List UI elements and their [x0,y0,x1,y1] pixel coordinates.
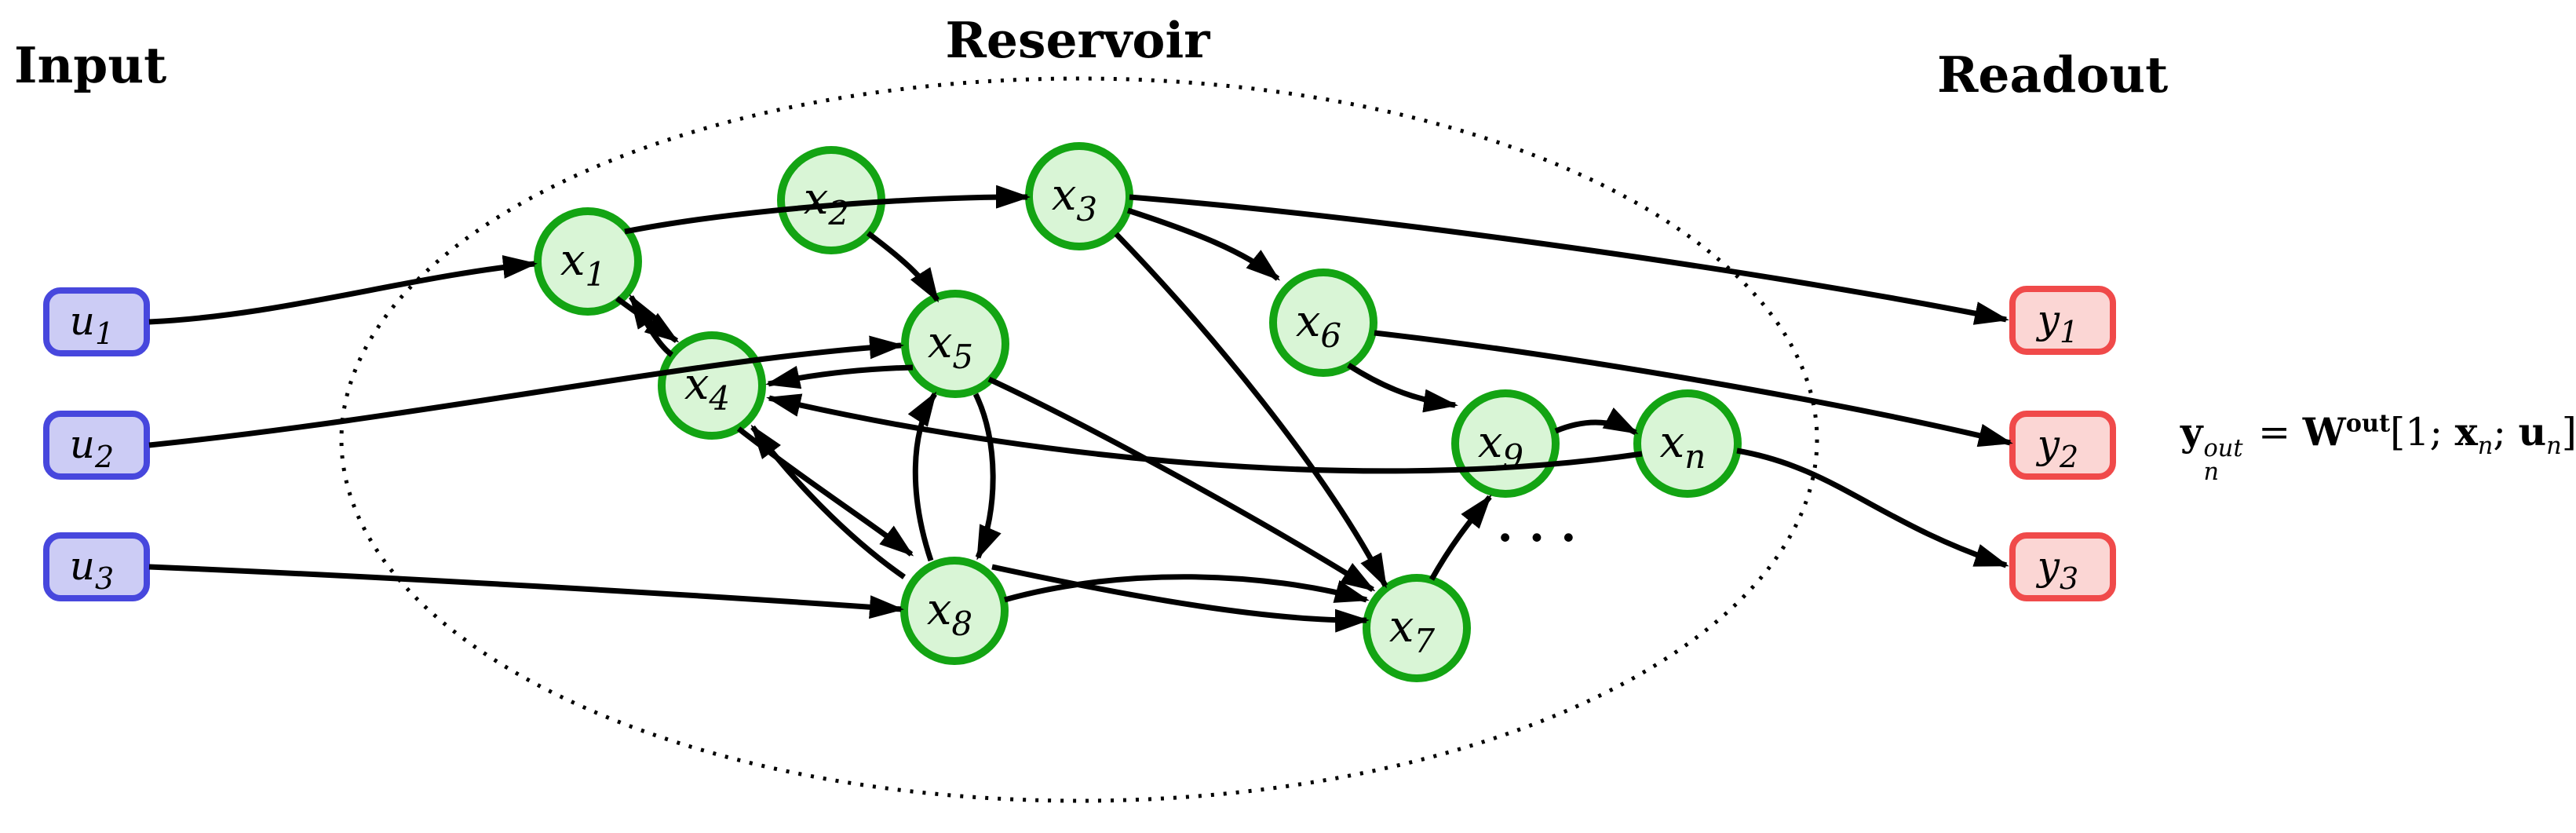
formula-semicolon-1: ; [2429,410,2455,455]
edge-x5-x4 [765,364,914,389]
edge-x6-x9 [1347,363,1458,413]
input-box-rect-u2 [43,411,150,480]
edge-x7-x9 [1428,494,1492,581]
edge-x6-y2 [1374,330,2013,448]
node-label-x5: x5 [928,317,973,376]
input-box-rect-u3 [43,532,150,601]
edge-x2-x5 [866,231,940,303]
formula-y: y [2180,409,2203,455]
formula-u: u [2518,409,2547,455]
edge-x8-x7 [991,564,1370,633]
node-label-xn: xn [1660,417,1706,476]
input-section-label: Input [14,36,167,94]
node-x1 [534,207,642,316]
io-boxes-layer: u1 u2 u3 y1 y2 y3 [43,286,2116,601]
edge-x5-x7 [987,376,1376,592]
node-x6 [1269,269,1377,377]
formula-x-sub: n [2477,432,2494,460]
formula-close-bracket: ] [2561,410,2576,455]
edge-xn-x4 [766,393,1643,474]
formula-W: W [2302,409,2346,455]
formula-u-sub: n [2546,432,2562,460]
edge-u1-x1 [148,255,538,325]
output-box-label-y1: y1 [2036,297,2078,349]
formula-equals: = [2246,410,2303,455]
output-box-rect-y1 [2009,286,2116,355]
formula-semicolon-2: ; [2493,410,2519,455]
output-box-rect-y3 [2009,532,2116,601]
node-labels-layer: x1 x2 x3 x4 x5 x6 x7 x8 x9 xn · · · [560,170,1706,660]
formula-y-sup: out [2203,434,2243,462]
reservoir-section-label: Reservoir [945,11,1210,69]
formula-open-bracket: [ [2390,410,2406,455]
node-label-x9: x9 [1478,417,1523,476]
formula-x: x [2454,409,2478,455]
output-box-y3: y3 [2009,532,2116,601]
edge-x4-x1 [629,294,674,357]
formula-y-sub: n [2203,459,2220,487]
output-box-y1: y1 [2009,286,2116,355]
input-box-u3: u3 [43,532,150,601]
input-box-u1: u1 [43,287,150,356]
more-nodes-ellipsis: · · · [1498,511,1577,564]
connection-edges-layer [148,185,2013,633]
edge-u2-x5 [148,335,904,448]
node-x5 [901,290,1009,398]
node-label-x4: x4 [684,359,730,418]
input-box-label-u3: u3 [70,543,114,596]
node-label-x8: x8 [927,584,972,643]
output-box-y2: y2 [2009,411,2116,480]
edge-x8-x5 [907,391,937,562]
edge-x3-x7 [1114,232,1388,589]
node-label-x2: x2 [804,174,849,232]
node-label-x6: x6 [1296,296,1341,355]
input-box-rect-u1 [43,287,150,356]
input-box-label-u2: u2 [70,422,114,474]
readout-section-label: Readout [1937,46,2169,104]
edge-x8-x4 [750,424,906,579]
node-label-x1: x1 [560,235,606,294]
edge-x1-x3 [624,185,1031,235]
edge-x3-y1 [1129,194,2009,325]
formula-one: 1 [2405,410,2430,455]
edge-x4-x8 [736,426,914,557]
edge-x3-x6 [1126,207,1281,281]
edge-xn-y3 [1736,448,2009,568]
edge-x9-xn [1554,407,1639,436]
reservoir-boundary-layer [339,76,1819,803]
edge-x8-x7 [1004,574,1370,603]
edge-u3-x8 [148,564,904,619]
input-box-u2: u2 [43,411,150,480]
node-label-x3: x3 [1052,170,1097,228]
edge-x5-x8 [972,393,1002,561]
node-x8 [900,557,1009,665]
node-xn [1633,389,1742,498]
reservoir-dotted-ellipse [339,76,1819,803]
formula-W-sup: out [2345,409,2391,438]
output-box-label-y3: y3 [2036,543,2078,596]
node-label-x7: x7 [1389,601,1436,660]
input-box-label-u1: u1 [70,298,114,351]
output-box-label-y2: y2 [2036,422,2078,474]
